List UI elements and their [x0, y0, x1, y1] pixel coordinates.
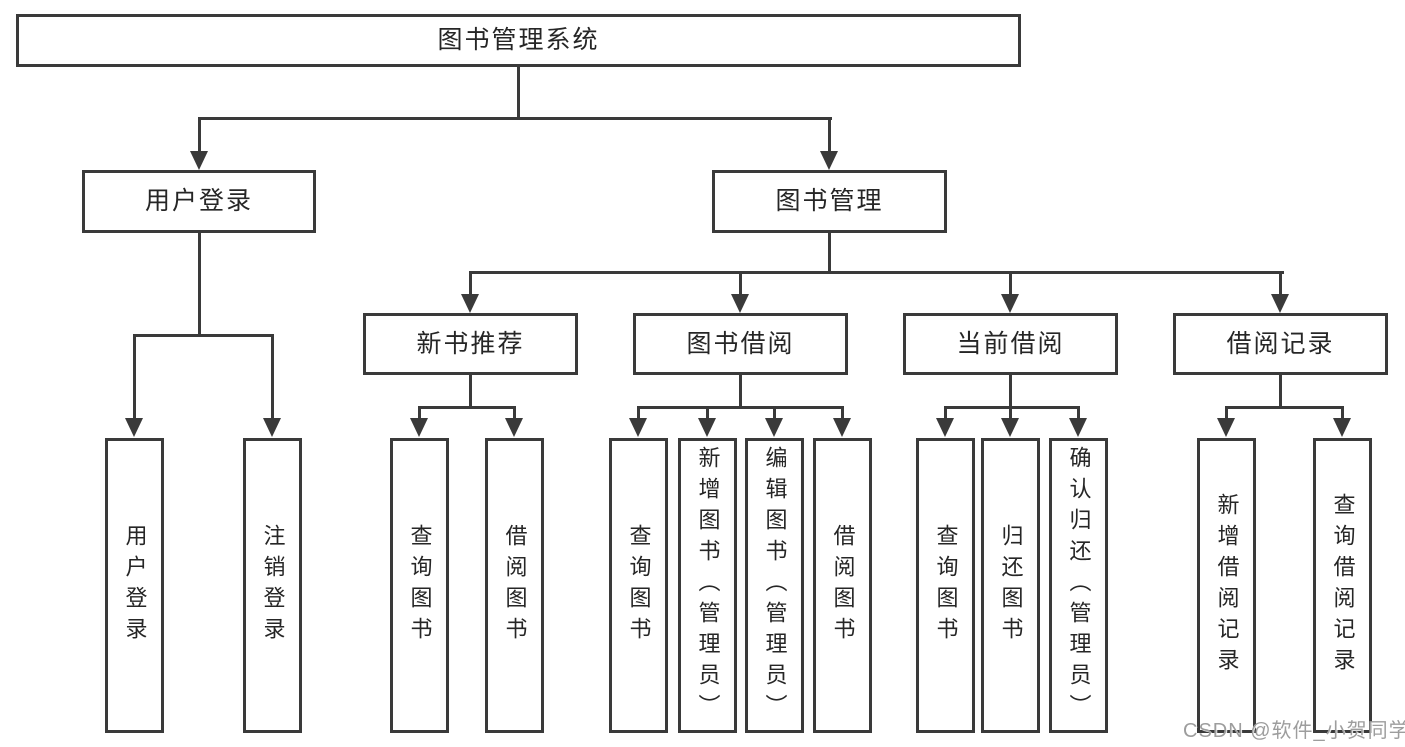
- connector-line: [469, 375, 472, 409]
- leaf-query-borrow-record: 查询借阅记录: [1313, 438, 1372, 733]
- arrowhead: [1333, 418, 1351, 437]
- arrowhead: [936, 418, 954, 437]
- arrowhead: [629, 418, 647, 437]
- connector-line: [773, 406, 776, 420]
- connector-line: [513, 406, 516, 420]
- connector-line: [828, 117, 831, 153]
- leaf-label: 借阅图书: [830, 523, 856, 648]
- node-book-management-label: 图书管理: [775, 187, 884, 215]
- arrowhead: [1001, 418, 1019, 437]
- arrowhead: [1271, 294, 1289, 313]
- connector-line: [1009, 406, 1012, 420]
- node-new-book-recommend-label: 新书推荐: [416, 329, 525, 358]
- node-book-borrowing: 图书借阅: [633, 313, 848, 375]
- node-current-borrowing: 当前借阅: [903, 313, 1118, 375]
- leaf-add-books-admin: 新增图书（管理员）: [678, 438, 737, 733]
- leaf-label: 用户登录: [122, 523, 148, 648]
- connector-line: [739, 375, 742, 409]
- connector-line: [1009, 271, 1012, 297]
- connector-line: [198, 233, 201, 337]
- node-root-label: 图书管理系统: [437, 26, 600, 54]
- node-user-login: 用户登录: [82, 170, 316, 233]
- connector-line: [1279, 375, 1282, 409]
- arrowhead: [410, 418, 428, 437]
- node-user-login-label: 用户登录: [144, 187, 253, 215]
- node-borrowing-records-label: 借阅记录: [1226, 329, 1335, 358]
- leaf-label: 归还图书: [998, 523, 1024, 648]
- connector-line: [469, 271, 472, 297]
- connector-line: [198, 117, 832, 120]
- leaf-query-books-recommend: 查询图书: [390, 438, 449, 733]
- connector-line: [637, 406, 640, 420]
- arrowhead: [125, 418, 143, 437]
- connector-line: [1341, 406, 1344, 420]
- connector-line: [706, 406, 709, 420]
- leaf-query-books-current: 查询图书: [916, 438, 975, 733]
- csdn-watermark: CSDN @软件_小贺同学: [1183, 720, 1405, 742]
- connector-line: [271, 334, 274, 420]
- connector-line: [637, 406, 844, 409]
- arrowhead: [731, 294, 749, 313]
- connector-line: [944, 406, 947, 420]
- connector-line: [198, 117, 201, 153]
- leaf-add-borrow-record: 新增借阅记录: [1197, 438, 1256, 733]
- connector-line: [418, 406, 516, 409]
- connector-line: [133, 334, 136, 420]
- arrowhead: [765, 418, 783, 437]
- connector-line: [739, 271, 742, 297]
- connector-line: [517, 67, 520, 119]
- leaf-label: 新增借阅记录: [1214, 492, 1240, 679]
- leaf-label: 查询借阅记录: [1330, 492, 1356, 679]
- connector-line: [944, 406, 1080, 409]
- arrowhead: [505, 418, 523, 437]
- leaf-label: 编辑图书（管理员）: [762, 446, 788, 725]
- arrowhead: [461, 294, 479, 313]
- leaf-label: 查询图书: [407, 523, 433, 648]
- connector-line: [1009, 375, 1012, 409]
- leaf-query-books-borrowing: 查询图书: [609, 438, 668, 733]
- arrowhead: [1001, 294, 1019, 313]
- arrowhead: [820, 151, 838, 170]
- leaf-label: 注销登录: [260, 523, 286, 648]
- node-book-management: 图书管理: [712, 170, 947, 233]
- connector-line: [1077, 406, 1080, 420]
- leaf-borrow-books-recommend: 借阅图书: [485, 438, 544, 733]
- leaf-label: 查询图书: [626, 523, 652, 648]
- connector-line: [133, 334, 274, 337]
- leaf-edit-books-admin: 编辑图书（管理员）: [745, 438, 804, 733]
- leaf-label: 查询图书: [933, 523, 959, 648]
- leaf-label: 新增图书（管理员）: [695, 446, 721, 725]
- connector-line: [841, 406, 844, 420]
- leaf-confirm-return-admin: 确认归还（管理员）: [1049, 438, 1108, 733]
- arrowhead: [1069, 418, 1087, 437]
- node-new-book-recommend: 新书推荐: [363, 313, 578, 375]
- arrowhead: [833, 418, 851, 437]
- connector-line: [1225, 406, 1344, 409]
- arrowhead: [190, 151, 208, 170]
- connector-line: [1225, 406, 1228, 420]
- node-borrowing-records: 借阅记录: [1173, 313, 1388, 375]
- connector-line: [1279, 271, 1282, 297]
- connector-line: [469, 271, 1284, 274]
- leaf-user-login: 用户登录: [105, 438, 164, 733]
- arrowhead: [1217, 418, 1235, 437]
- connector-line: [418, 406, 421, 420]
- arrowhead: [698, 418, 716, 437]
- connector-line: [828, 233, 831, 274]
- leaf-return-books: 归还图书: [981, 438, 1040, 733]
- node-root: 图书管理系统: [16, 14, 1021, 67]
- node-book-borrowing-label: 图书借阅: [686, 329, 795, 358]
- arrowhead: [263, 418, 281, 437]
- leaf-borrow-books: 借阅图书: [813, 438, 872, 733]
- leaf-label: 确认归还（管理员）: [1066, 446, 1092, 725]
- leaf-logout: 注销登录: [243, 438, 302, 733]
- node-current-borrowing-label: 当前借阅: [956, 329, 1065, 358]
- leaf-label: 借阅图书: [502, 523, 528, 648]
